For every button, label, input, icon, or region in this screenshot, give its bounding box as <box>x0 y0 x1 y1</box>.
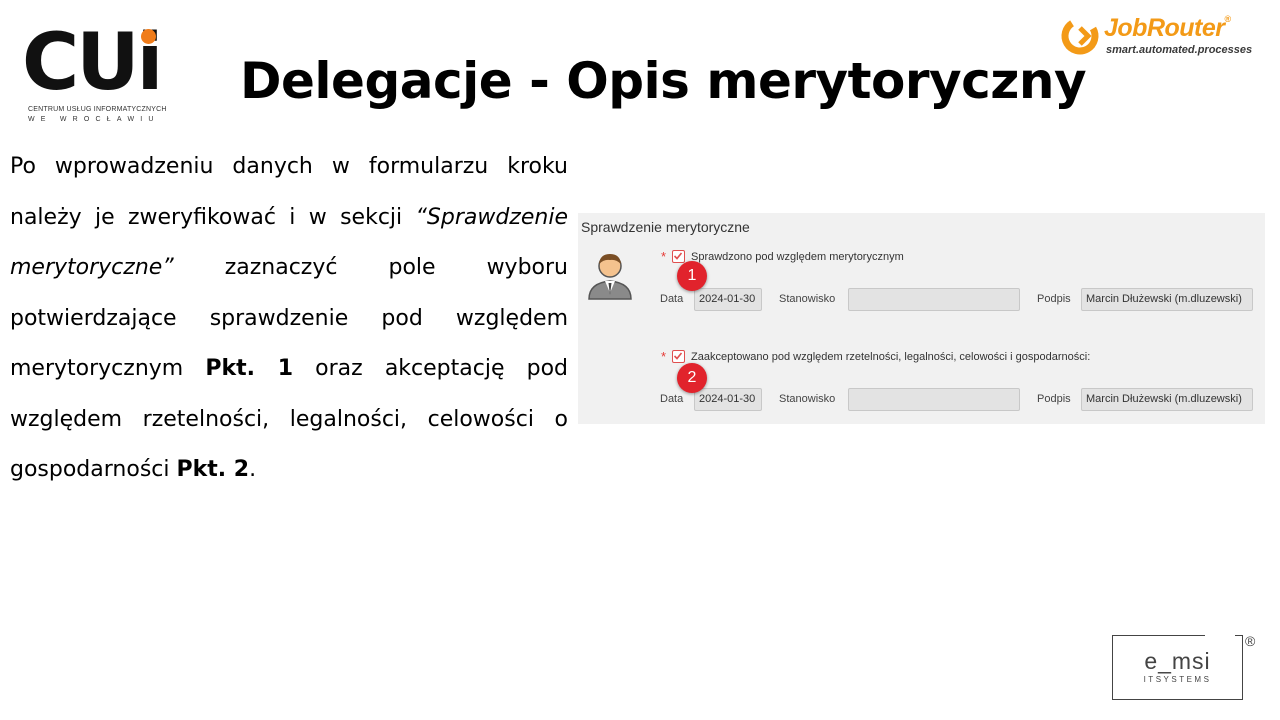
user-avatar-icon <box>588 254 632 300</box>
signature-label-2: Podpis <box>1037 393 1071 405</box>
signature-label-1: Podpis <box>1037 293 1071 305</box>
slide-title: Delegacje - Opis merytoryczny <box>240 52 1087 110</box>
emsi-logo: e_msi ITSYSTEMS <box>1112 634 1243 700</box>
checkbox-checked-icon <box>673 352 683 360</box>
section-name: “Sprawdzenie merytoryczne” <box>10 204 568 281</box>
date-label-2: Data <box>660 393 684 405</box>
signature-field-2[interactable]: Marcin Dłużewski (m.dluzewski) <box>1081 388 1253 411</box>
emsi-logo-sub: ITSYSTEMS <box>1143 675 1212 684</box>
required-mark-2: * <box>661 349 667 364</box>
required-mark-1: * <box>661 249 667 264</box>
position-label-1: Stanowisko <box>779 293 836 305</box>
emsi-reg-mark: ® <box>1245 633 1256 649</box>
position-label-2: Stanowisko <box>779 393 836 405</box>
cui-logo-line2: WE WROCŁAWIU <box>28 116 160 123</box>
checkbox-label-merit: Sprawdzono pod względem merytorycznym <box>691 251 904 263</box>
form-section-panel: Sprawdzenie merytoryczne * Sprawdzono po… <box>578 213 1265 424</box>
checkbox-checked-accept[interactable] <box>672 350 685 363</box>
step-2-ref: Pkt. 2 <box>176 457 250 482</box>
cui-logo-dot <box>141 29 156 44</box>
date-field-2[interactable]: 2024-01-30 <box>694 388 762 411</box>
checkbox-label-accept: Zaakceptowano pod względem rzetelności, … <box>691 351 1091 363</box>
cui-logo-text: CUi <box>22 18 163 108</box>
jobrouter-reg: ® <box>1224 14 1232 24</box>
step-marker-2: 2 <box>677 363 707 393</box>
signature-field-1[interactable]: Marcin Dłużewski (m.dluzewski) <box>1081 288 1253 311</box>
emsi-logo-text: e_msi <box>1144 648 1211 674</box>
instruction-paragraph: Po wprowadzeniu danych w formularzu krok… <box>10 154 568 482</box>
cui-logo: CUi CENTRUM USŁUG INFORMATYCZNYCH WE WRO… <box>22 22 172 126</box>
position-field-1[interactable] <box>848 288 1020 311</box>
date-label-1: Data <box>660 293 684 305</box>
jobrouter-logo: JobRouter® smart.automated.processes <box>1060 14 1260 62</box>
jobrouter-name: JobRouter® <box>1104 14 1232 42</box>
date-field-1[interactable]: 2024-01-30 <box>694 288 762 311</box>
step-1-ref: Pkt. 1 <box>205 356 294 381</box>
section-title: Sprawdzenie merytoryczne <box>581 219 750 235</box>
jobrouter-mark-icon <box>1061 17 1099 55</box>
cui-logo-line1: CENTRUM USŁUG INFORMATYCZNYCH <box>28 106 167 113</box>
checkbox-checked-icon <box>673 252 683 260</box>
checkbox-checked-merit[interactable] <box>672 250 685 263</box>
step-marker-1: 1 <box>677 261 707 291</box>
jobrouter-tagline: smart.automated.processes <box>1106 44 1253 56</box>
position-field-2[interactable] <box>848 388 1020 411</box>
